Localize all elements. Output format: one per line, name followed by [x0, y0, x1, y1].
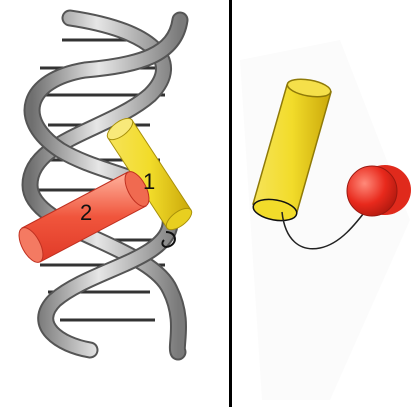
connector-line	[281, 204, 371, 250]
connecting-loop	[161, 231, 176, 248]
right-panel	[240, 40, 411, 400]
helix-2-cylinder	[18, 171, 150, 263]
sphere	[346, 165, 411, 217]
panel-divider	[229, 0, 232, 407]
cylinder	[252, 78, 332, 222]
helix-2-label: 2	[80, 200, 92, 225]
helix-1-cylinder	[106, 117, 193, 231]
helix-1-label: 1	[143, 169, 155, 194]
